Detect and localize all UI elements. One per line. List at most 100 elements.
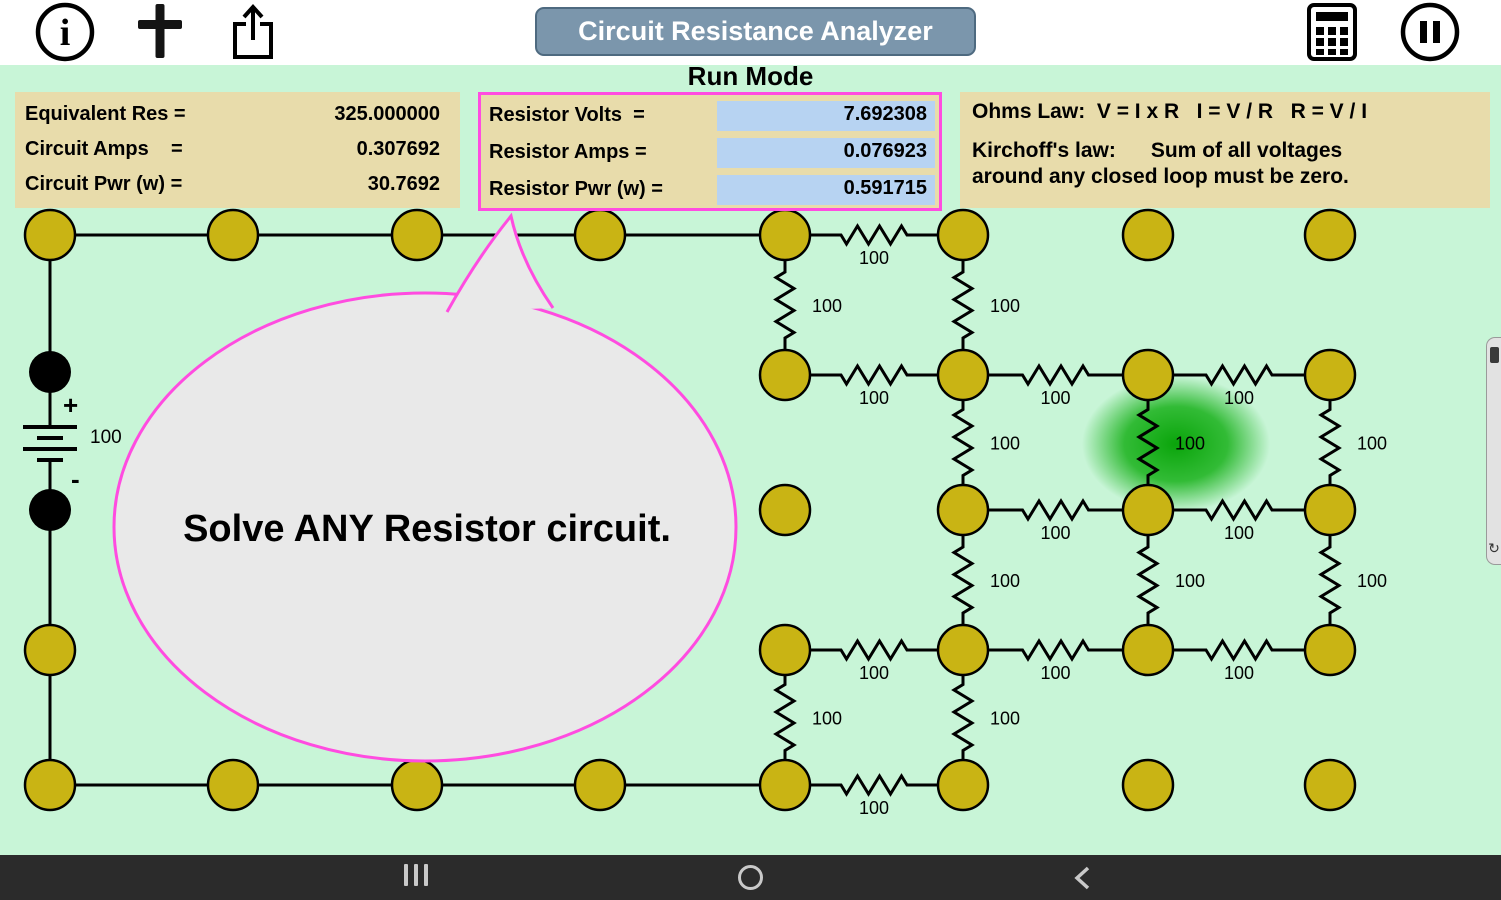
resistor[interactable] [951, 235, 975, 375]
circuit-node[interactable] [390, 758, 444, 812]
battery-terminal[interactable] [29, 351, 71, 393]
cross-vertical-bar [155, 4, 165, 58]
resistor[interactable] [785, 223, 963, 247]
resistor[interactable] [963, 498, 1148, 522]
pause-bar-right [1433, 21, 1440, 43]
resistor[interactable] [963, 638, 1148, 662]
row-label: Resistor Amps = [489, 141, 647, 163]
home-button[interactable] [738, 865, 763, 890]
resistor[interactable] [951, 650, 975, 785]
circuit-node[interactable] [23, 208, 77, 262]
circuit-node[interactable] [758, 623, 812, 677]
circuit-node[interactable] [1303, 208, 1357, 262]
resistor-volts-field: 7.692308 [717, 100, 935, 131]
calculator-display [1316, 12, 1348, 21]
circuit-node[interactable] [1121, 623, 1175, 677]
row-label: Equivalent Res = [25, 103, 186, 125]
circuit-node[interactable] [1303, 483, 1357, 537]
circuit-node[interactable] [936, 208, 990, 262]
circuit-node[interactable] [1121, 758, 1175, 812]
top-toolbar: i Circuit Resistance Analyzer [0, 0, 1501, 65]
resistor[interactable] [1318, 510, 1342, 650]
app-title-button[interactable]: Circuit Resistance Analyzer [535, 7, 976, 56]
calculator-icon[interactable] [1300, 0, 1364, 64]
calculator-body [1307, 3, 1357, 61]
row-label: Circuit Amps = [25, 138, 183, 160]
bubble-text: Solve ANY Resistor circuit. [183, 508, 671, 550]
resistor-value-label: 100 [990, 709, 1020, 729]
pause-circle [1400, 2, 1460, 62]
bubble-body [112, 291, 738, 763]
resistor[interactable] [1136, 510, 1160, 650]
resistor[interactable] [1318, 375, 1342, 510]
circuit-node[interactable] [936, 758, 990, 812]
back-button[interactable] [1070, 864, 1094, 892]
circuit-node[interactable] [206, 208, 260, 262]
rotate-arrow-icon: ↻ [1488, 540, 1500, 556]
row-label: Resistor Pwr (w) = [489, 178, 663, 200]
share-icon[interactable] [221, 0, 285, 64]
resistor[interactable] [785, 363, 963, 387]
info-icon[interactable]: i [33, 0, 97, 64]
resistor[interactable] [785, 638, 963, 662]
circuit-amps-row: Circuit Amps = 0.307692 [25, 132, 440, 167]
circuit-node[interactable] [1303, 623, 1357, 677]
battery-minus-sign: - [71, 464, 80, 494]
circuit-power-row: Circuit Pwr (w) = 30.7692 [25, 167, 440, 202]
circuit-node[interactable] [936, 348, 990, 402]
laws-panel: Ohms Law: V = I x R I = V / R R = V / I … [960, 92, 1490, 208]
row-label: Resistor Volts = [489, 104, 645, 126]
resistor[interactable] [785, 773, 963, 797]
resistor-value-label: 100 [990, 434, 1020, 454]
resistor-amps-row: Resistor Amps = 0.076923 [489, 137, 935, 168]
pause-icon[interactable] [1398, 0, 1462, 64]
resistor-value-label: 100 [859, 388, 889, 408]
circuit-node[interactable] [1121, 483, 1175, 537]
pause-bar-left [1420, 21, 1427, 43]
add-node-cross-icon[interactable] [128, 0, 192, 64]
resistor-value-label: 100 [1175, 571, 1205, 591]
android-nav-bar [0, 855, 1501, 900]
circuit-node[interactable] [573, 208, 627, 262]
resistor[interactable] [773, 235, 797, 375]
circuit-node[interactable] [23, 623, 77, 677]
circuit-node[interactable] [1121, 348, 1175, 402]
battery-value-label: 100 [90, 427, 122, 448]
circuit-node[interactable] [573, 758, 627, 812]
circuit-node[interactable] [758, 208, 812, 262]
circuit-node[interactable] [1303, 348, 1357, 402]
resistor[interactable] [963, 363, 1148, 387]
circuit-node[interactable] [1303, 758, 1357, 812]
recents-button[interactable] [404, 864, 428, 886]
circuit-node[interactable] [758, 758, 812, 812]
recents-icon [404, 864, 408, 886]
resistor[interactable] [1148, 363, 1330, 387]
speech-bubble[interactable]: Solve ANY Resistor circuit. [112, 212, 738, 763]
selected-resistor[interactable] [1136, 375, 1160, 510]
circuit-node[interactable] [206, 758, 260, 812]
resistor[interactable] [951, 375, 975, 510]
resistor-value-label: 100 [1357, 571, 1387, 591]
battery-terminal[interactable] [29, 489, 71, 531]
kirchhoff-law-text-line1: Kirchoff's law: Sum of all voltages [972, 139, 1343, 162]
back-chevron-icon [1074, 866, 1090, 890]
resistor-power-field: 0.591715 [717, 174, 935, 205]
circuit-node[interactable] [758, 348, 812, 402]
circuit-node[interactable] [390, 208, 444, 262]
circuit-node[interactable] [1121, 208, 1175, 262]
resistor-value-label: 100 [1357, 434, 1387, 454]
equivalent-resistance-row: Equivalent Res = 325.000000 [25, 97, 440, 132]
circuit-node[interactable] [758, 483, 812, 537]
circuit-node[interactable] [23, 758, 77, 812]
resistor[interactable] [1148, 498, 1330, 522]
resistor-value-label: 100 [812, 709, 842, 729]
resistor[interactable] [1148, 638, 1330, 662]
circuit-node[interactable] [936, 483, 990, 537]
resistor[interactable] [951, 510, 975, 650]
side-panel-handle[interactable]: ↻ [1486, 337, 1501, 565]
circuit-node[interactable] [936, 623, 990, 677]
resistor[interactable] [773, 650, 797, 785]
resistor-value-label: 100 [1175, 434, 1205, 454]
